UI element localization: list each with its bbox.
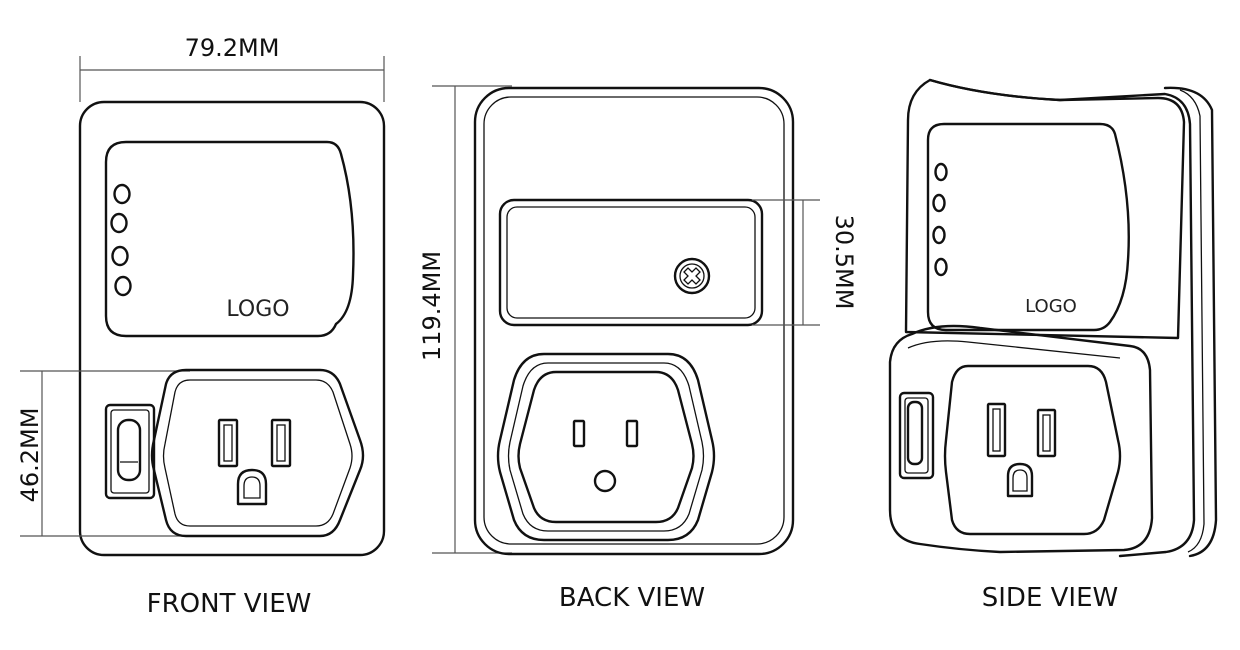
- outlet-ground-hole: [1006, 462, 1034, 498]
- side-power-switch: [898, 391, 935, 480]
- outlet-ground-hole: [593, 469, 617, 493]
- back-cover-panel: [498, 198, 764, 327]
- side-depth-edge: [1163, 86, 1218, 558]
- panel-height-label: 30.5MM: [830, 215, 858, 310]
- front-logo-text: LOGO: [226, 297, 289, 322]
- front-power-switch: [104, 403, 156, 500]
- outlet-height-dimension: 46.2MM: [16, 370, 190, 537]
- outlet-slot: [986, 402, 1007, 458]
- front-indicator-lights: [110, 183, 132, 297]
- indicator-light: [932, 193, 946, 213]
- side-indicator-lights: [932, 162, 948, 277]
- indicator-light: [113, 183, 131, 205]
- indicator-light: [110, 212, 128, 234]
- screw-icon: [673, 257, 711, 295]
- outlet-slot: [1036, 408, 1057, 458]
- outlet-slot: [572, 419, 586, 448]
- side-back-shell: [928, 78, 1196, 558]
- outlet-slot: [270, 418, 292, 468]
- height-dimension-label: 119.4MM: [418, 251, 446, 361]
- indicator-light: [932, 225, 946, 245]
- back-body-inner: [483, 96, 785, 545]
- height-dimension: 119.4MM: [418, 85, 512, 554]
- indicator-light: [934, 257, 948, 277]
- indicator-light: [114, 275, 132, 297]
- front-view: 79.2MM LOGO 46.2MM: [16, 34, 386, 619]
- side-display-panel: [926, 122, 1130, 332]
- side-view-label: SIDE VIEW: [982, 583, 1118, 613]
- indicator-light: [111, 245, 129, 267]
- front-outlet: [150, 368, 365, 538]
- front-view-label: FRONT VIEW: [147, 589, 312, 619]
- back-body-outline: [473, 86, 795, 556]
- back-view: 119.4MM 30.5MM: [418, 85, 858, 613]
- outlet-height-label: 46.2MM: [16, 408, 44, 503]
- side-front-shell: [904, 78, 1186, 340]
- side-outlet-block: [888, 324, 1154, 554]
- side-logo-text: LOGO: [1025, 296, 1077, 317]
- side-outlet: [943, 364, 1122, 536]
- panel-height-dimension: 30.5MM: [752, 199, 858, 326]
- width-dimension-label: 79.2MM: [185, 34, 280, 62]
- outlet-ground-hole: [236, 468, 268, 506]
- back-outlet: [496, 352, 716, 542]
- back-view-label: BACK VIEW: [559, 583, 705, 613]
- front-body-outline: [78, 100, 386, 557]
- front-display-panel: [104, 140, 355, 338]
- side-view: LOGO SIDE VIEW: [888, 78, 1218, 613]
- outlet-slot: [625, 419, 639, 448]
- indicator-light: [934, 162, 948, 182]
- outlet-slot: [217, 418, 239, 468]
- width-dimension: 79.2MM: [79, 34, 385, 102]
